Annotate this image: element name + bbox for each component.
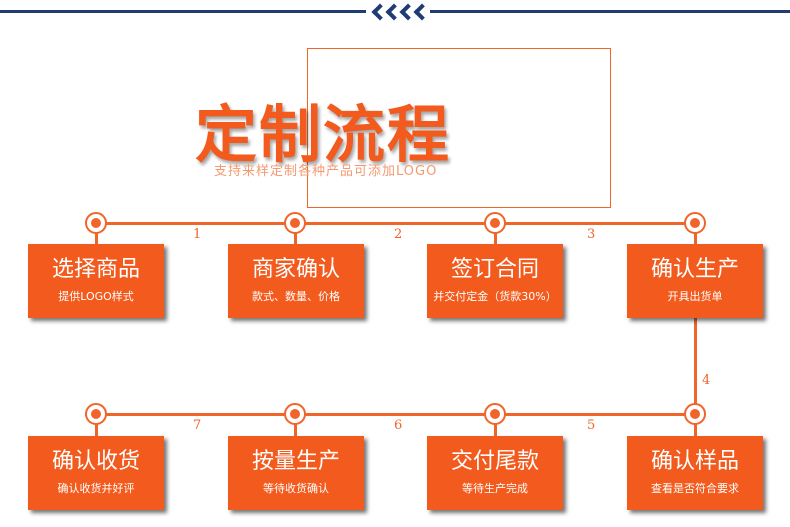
chevrons-left-icon xyxy=(366,3,431,21)
step-number: 5 xyxy=(587,418,596,433)
step-desc: 等待生产完成 xyxy=(462,482,528,495)
stem xyxy=(494,415,497,437)
step-box: 选择商品 提供LOGO样式 xyxy=(28,244,164,318)
step-desc: 等待收货确认 xyxy=(263,482,329,495)
node-dot xyxy=(484,212,506,234)
node-dot xyxy=(85,403,107,425)
step-box: 按量生产 等待收货确认 xyxy=(228,436,364,510)
step-desc: 并交付定金（货款30%） xyxy=(433,290,557,303)
step-box: 交付尾款 等待生产完成 xyxy=(427,436,563,510)
step-box: 确认样品 查看是否符合要求 xyxy=(627,436,763,510)
title-frame xyxy=(307,48,611,208)
step-number: 1 xyxy=(193,227,202,242)
step-desc: 确认收货并好评 xyxy=(57,482,135,495)
step-title: 商家确认 xyxy=(251,257,340,282)
stem xyxy=(494,224,497,244)
stem xyxy=(294,415,297,437)
step-box: 确认生产 开具出货单 xyxy=(627,244,763,318)
stem xyxy=(694,415,697,437)
page-subtitle: 支持来样定制各种产品可添加LOGO xyxy=(214,164,438,179)
right-connector xyxy=(694,224,697,416)
step-box: 签订合同 并交付定金（货款30%） xyxy=(427,244,563,318)
step-title: 确认生产 xyxy=(650,257,739,282)
step-number: 3 xyxy=(587,227,596,242)
step-desc: 开具出货单 xyxy=(667,290,723,303)
step-number: 7 xyxy=(193,418,202,433)
node-dot xyxy=(85,212,107,234)
page-title: 定制流程 xyxy=(195,98,452,171)
step-title: 确认收货 xyxy=(51,449,140,474)
stem xyxy=(95,415,98,437)
top-decor-bar xyxy=(0,0,790,21)
step-number: 6 xyxy=(394,418,403,433)
step-box: 确认收货 确认收货并好评 xyxy=(28,436,164,510)
step-desc: 查看是否符合要求 xyxy=(651,482,739,495)
step-number: 2 xyxy=(394,227,403,242)
node-dot xyxy=(284,212,306,234)
node-dot xyxy=(484,403,506,425)
step-desc: 提供LOGO样式 xyxy=(58,290,134,303)
stem xyxy=(294,224,297,244)
step-title: 签订合同 xyxy=(450,257,539,282)
step-title: 交付尾款 xyxy=(450,449,539,474)
step-title: 按量生产 xyxy=(251,449,340,474)
row1-connector xyxy=(96,222,696,225)
node-dot xyxy=(684,212,706,234)
step-desc: 款式、数量、价格 xyxy=(252,290,340,303)
row2-connector xyxy=(96,413,696,416)
stem xyxy=(95,224,98,244)
step-title: 选择商品 xyxy=(51,257,140,282)
step-title: 确认样品 xyxy=(650,449,739,474)
step-box: 商家确认 款式、数量、价格 xyxy=(228,244,364,318)
node-dot xyxy=(684,403,706,425)
step-number: 4 xyxy=(702,373,711,388)
node-dot xyxy=(284,403,306,425)
